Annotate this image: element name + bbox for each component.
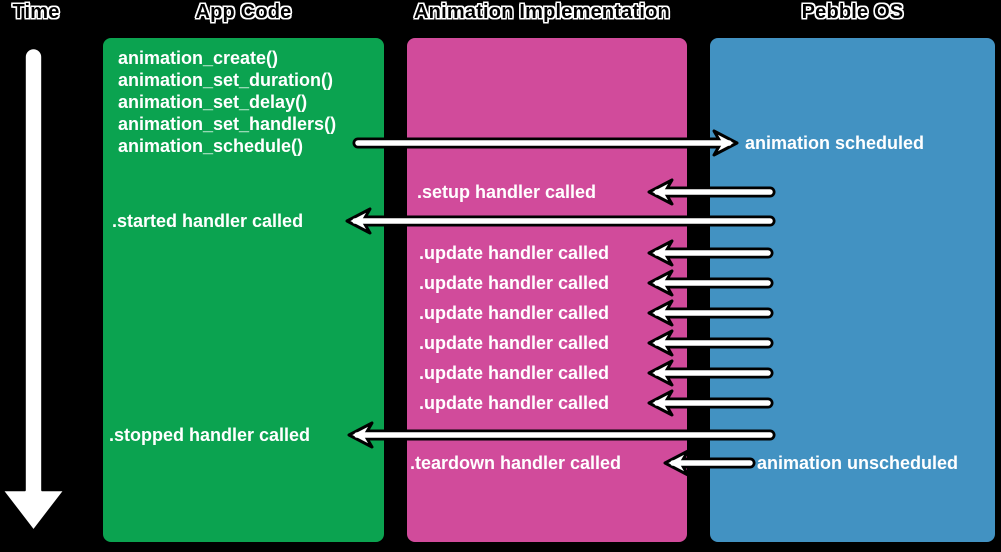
pebble-os-column-header: Pebble OS (801, 1, 904, 23)
setup-handler-label: .setup handler called (417, 182, 597, 202)
time-down-arrow-icon (0, 46, 67, 533)
pebble-os-column (707, 35, 998, 545)
api-call: animation_schedule() (118, 136, 304, 156)
time-axis-label: Time (12, 1, 60, 23)
api-call: animation_create() (118, 48, 279, 68)
update-handler-label: .update handler called (419, 363, 610, 383)
update-handler-label: .update handler called (419, 333, 610, 353)
api-call-list: animation_create() animation_set_duratio… (118, 47, 336, 157)
update-handler-label: .update handler called (419, 393, 610, 413)
animation-unscheduled-label: animation unscheduled (757, 453, 959, 473)
api-call: animation_set_duration() (118, 70, 334, 90)
animation-implementation-column-header: Animation Implementation (414, 1, 670, 23)
api-call: animation_set_delay() (118, 92, 308, 112)
update-handler-label: .update handler called (419, 273, 610, 293)
animation-scheduled-label: animation scheduled (745, 133, 925, 153)
app-code-column-header: App Code (195, 1, 292, 23)
stopped-handler-label: .stopped handler called (109, 425, 311, 445)
teardown-handler-label: .teardown handler called (410, 453, 622, 473)
animation-implementation-column (404, 35, 690, 545)
app-code-column (100, 35, 387, 545)
update-handler-label: .update handler called (419, 243, 610, 263)
started-handler-label: .started handler called (112, 211, 304, 231)
api-call: animation_set_handlers() (118, 114, 337, 134)
update-handler-label: .update handler called (419, 303, 610, 323)
